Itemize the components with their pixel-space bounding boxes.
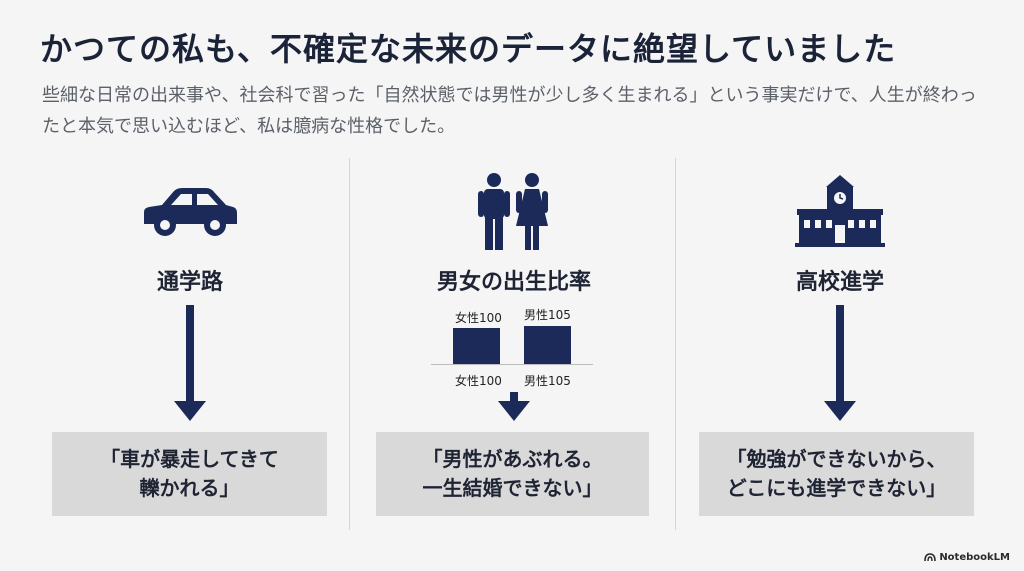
down-arrow-shaft — [186, 305, 194, 403]
notebooklm-logo: NotebookLM — [924, 552, 1010, 563]
bar-top-label: 女性100 — [455, 311, 502, 325]
bar-bottom-label: 女性100 — [455, 374, 502, 388]
column-heading: 高校進学 — [795, 270, 884, 295]
down-arrow-icon — [824, 401, 856, 421]
column-heading: 通学路 — [156, 270, 223, 295]
column-commute: 通学路 「車が暴走してきて 轢かれる」 — [25, 0, 355, 571]
quote-line: 「男性があぶれる。 — [422, 447, 603, 471]
down-arrow-shaft — [510, 392, 518, 402]
down-arrow-icon — [174, 401, 206, 421]
quote-box: 「勉強ができないから、 どこにも進学できない」 — [699, 432, 974, 516]
column-heading: 男女の出生比率 — [436, 270, 591, 295]
quote-line: 轢かれる」 — [139, 476, 240, 500]
down-arrow-icon — [498, 401, 530, 421]
column-divider — [349, 158, 350, 530]
column-birth-ratio: 男女の出生比率 女性100 男性105 女性100 男性105 「男性があぶれる… — [349, 0, 679, 571]
bar-bottom-label: 男性105 — [524, 374, 571, 388]
quote-line: どこにも進学できない」 — [726, 476, 947, 500]
quote-box: 「男性があぶれる。 一生結婚できない」 — [376, 432, 649, 516]
page-subtitle: 些細な日常の出来事や、社会科で習った「自然状態では男性が少し多く生まれる」という… — [42, 85, 977, 137]
quote-line: 「車が暴走してきて — [100, 447, 279, 471]
quote-line: 「勉強ができないから、 — [726, 447, 947, 471]
page-title: かつての私も、不確定な未来のデータに絶望していました — [40, 30, 897, 68]
quote-line: 一生結婚できない」 — [422, 476, 603, 500]
notebooklm-logo-icon — [924, 553, 937, 562]
down-arrow-shaft — [836, 305, 844, 403]
column-divider — [675, 158, 676, 530]
chart-baseline — [431, 364, 593, 365]
school-building-icon — [795, 175, 885, 247]
logo-text: NotebookLM — [939, 552, 1010, 563]
man-woman-icon — [478, 173, 548, 250]
bar-male — [524, 326, 571, 364]
bar-female — [453, 328, 500, 364]
car-icon — [144, 188, 237, 236]
bar-top-label: 男性105 — [524, 308, 571, 322]
column-high-school: 高校進学 「勉強ができないから、 どこにも進学できない」 — [675, 0, 1005, 571]
quote-box: 「車が暴走してきて 轢かれる」 — [52, 432, 327, 516]
